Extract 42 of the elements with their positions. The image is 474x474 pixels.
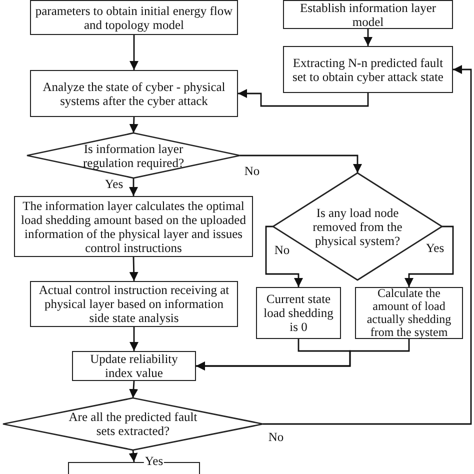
- arrow: [263, 65, 472, 425]
- node-text: Are all the predicted fault sets extracted?: [68, 410, 198, 438]
- node-text: parameters to obtain initial energy flow and topology model: [34, 4, 234, 32]
- edge-label: Yes: [104, 177, 124, 191]
- arrow: [130, 327, 138, 351]
- process-box: [283, 46, 453, 93]
- arrow: [404, 226, 454, 287]
- arrow: [196, 339, 410, 370]
- node-text: Is any load node removed from the physical system?: [312, 206, 404, 248]
- arrow: [129, 380, 138, 398]
- node-text: Calculate the amount of load actually shedding from the system: [366, 287, 452, 339]
- arrow: [240, 154, 362, 173]
- node-text: Current state load shedding is 0: [262, 292, 334, 334]
- decision-diamond: [273, 173, 442, 280]
- process-box: [283, 0, 453, 29]
- arrow: [130, 35, 138, 70]
- node-text: Update reliability index value: [89, 352, 179, 380]
- node-text: Actual control instruction receiving at physical layer based on information side state analysis: [38, 283, 230, 325]
- arrow: [265, 226, 303, 287]
- edge-label: No: [267, 430, 285, 444]
- node-text: Establish information layer model: [298, 0, 438, 28]
- edge-label: No: [243, 164, 261, 178]
- node-text: Is information layer regulation required?: [82, 142, 185, 170]
- decision-diamond: [3, 398, 263, 450]
- decision-diamond: [27, 133, 240, 178]
- process-box: [256, 287, 341, 339]
- arrow: [364, 29, 372, 46]
- process-box: [30, 70, 238, 117]
- node-text: The information layer calculates the optimal load shedding amount based on the uploaded information of the physical layer and issues control instructions: [20, 198, 247, 254]
- arrow: [238, 89, 369, 107]
- arrow: [129, 116, 138, 134]
- edge-label: Yes: [424, 241, 446, 255]
- arrow: [128, 450, 138, 462]
- process-box: [72, 351, 196, 381]
- edge-label: No: [273, 243, 291, 257]
- edge-label: Yes: [144, 454, 164, 468]
- arrow: [129, 178, 138, 196]
- process-box: [355, 287, 463, 339]
- node-text: Extracting N-n predicted fault set to obtain cyber attack state: [292, 56, 444, 84]
- node-text: Analyze the state of cyber - physical systems after the cyber attack: [42, 80, 226, 108]
- arrow: [129, 256, 138, 282]
- process-box: [30, 281, 238, 327]
